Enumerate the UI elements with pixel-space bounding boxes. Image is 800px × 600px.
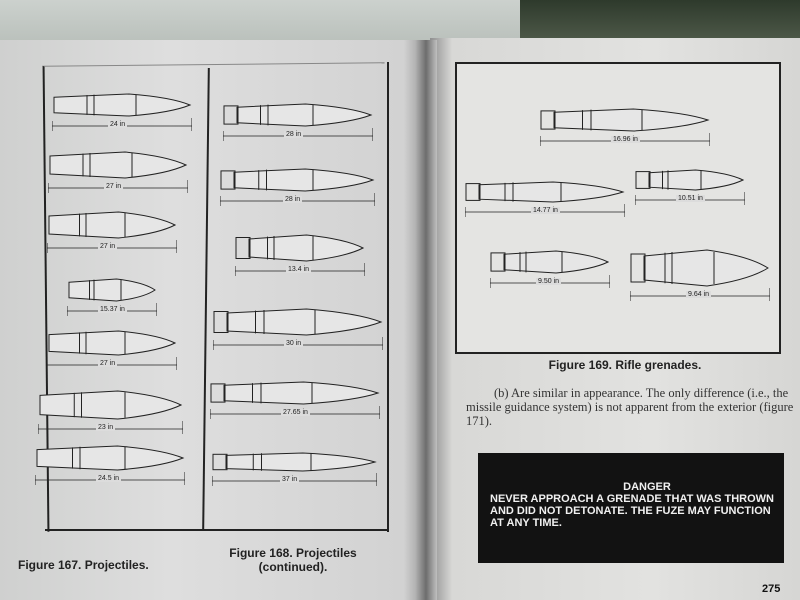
rifle-grenade-4: 9.50 in xyxy=(490,249,610,289)
dimension-label: 27 in xyxy=(98,360,118,367)
book-spine xyxy=(415,40,437,600)
figure-167-caption: Figure 167. Projectiles. xyxy=(18,558,149,572)
dimension-label: 27.65 in xyxy=(281,409,310,416)
projectile-drawing xyxy=(35,445,185,485)
rifle-grenade-3: 10.51 in xyxy=(635,168,745,206)
dimension-label: 24.5 in xyxy=(96,475,122,482)
figure-frame-bottom xyxy=(45,529,389,531)
dimension-label: 9.64 in xyxy=(686,291,712,298)
projectile-fig168-5: 27.65 in xyxy=(210,380,380,420)
projectile-drawing xyxy=(235,234,365,276)
figure-168-caption-line2: (continued). xyxy=(258,560,328,574)
projectile-drawing xyxy=(47,211,177,253)
projectile-drawing xyxy=(465,181,625,217)
figure-frame-right xyxy=(387,62,389,532)
projectile-fig167-4: 15.37 in xyxy=(67,277,157,317)
projectile-fig168-6: 37 in xyxy=(211,451,377,487)
dimension-label: 28 in xyxy=(284,131,304,138)
dimension-label: 27 in xyxy=(98,243,118,250)
projectile-fig168-3: 13.4 in xyxy=(235,233,365,277)
projectile-fig167-3: 27 in xyxy=(47,210,177,254)
dimension-label: 37 in xyxy=(280,476,300,483)
projectile-fig168-1: 28 in xyxy=(223,102,373,142)
figure-169-frame xyxy=(455,62,781,354)
danger-text: NEVER APPROACH A GRENADE THAT WAS THROWN… xyxy=(490,493,774,529)
projectile-fig168-4: 30 in xyxy=(213,307,383,351)
dimension-label: 14.77 in xyxy=(531,207,560,214)
dimension-label: 27 in xyxy=(104,183,124,190)
projectile-fig167-6: 23 in xyxy=(37,389,183,435)
projectile-fig167-1: 24 in xyxy=(52,92,192,132)
danger-warning-box: DANGER NEVER APPROACH A GRENADE THAT WAS… xyxy=(478,453,784,563)
projectile-drawing xyxy=(540,108,710,146)
dimension-label: 10.51 in xyxy=(676,195,705,202)
projectile-drawing xyxy=(219,168,375,206)
projectile-fig167-7: 24.5 in xyxy=(35,444,185,486)
danger-title: DANGER xyxy=(623,481,671,493)
page-number: 275 xyxy=(762,583,781,595)
dimension-label: 28 in xyxy=(283,196,303,203)
dimension-label: 15.37 in xyxy=(98,306,127,313)
projectile-drawing xyxy=(210,381,380,419)
projectile-drawing xyxy=(48,151,188,193)
dimension-label: 16.96 in xyxy=(611,136,640,143)
rifle-grenade-1: 16.96 in xyxy=(540,107,710,147)
figure-168-caption-line1: Figure 168. Projectiles xyxy=(229,546,357,560)
projectile-fig167-5: 27 in xyxy=(47,329,177,371)
body-paragraph: (b) Are similar in appearance. The only … xyxy=(466,386,794,428)
dimension-label: 24 in xyxy=(108,121,128,128)
projectile-fig168-2: 28 in xyxy=(219,167,375,207)
rifle-grenade-2: 14.77 in xyxy=(465,180,625,218)
figure-168-caption: Figure 168. Projectiles (continued). xyxy=(218,546,368,574)
projectile-drawing xyxy=(211,452,377,486)
dimension-label: 9.50 in xyxy=(536,278,562,285)
dimension-label: 13.4 in xyxy=(286,266,312,273)
projectile-drawing xyxy=(635,169,745,205)
figure-169-caption: Figure 169. Rifle grenades. xyxy=(548,358,702,372)
projectile-fig167-2: 27 in xyxy=(48,150,188,194)
dimension-label: 23 in xyxy=(96,424,116,431)
dimension-label: 30 in xyxy=(284,340,304,347)
projectile-drawing xyxy=(223,103,373,141)
rifle-grenade-5: 9.64 in xyxy=(630,248,770,302)
